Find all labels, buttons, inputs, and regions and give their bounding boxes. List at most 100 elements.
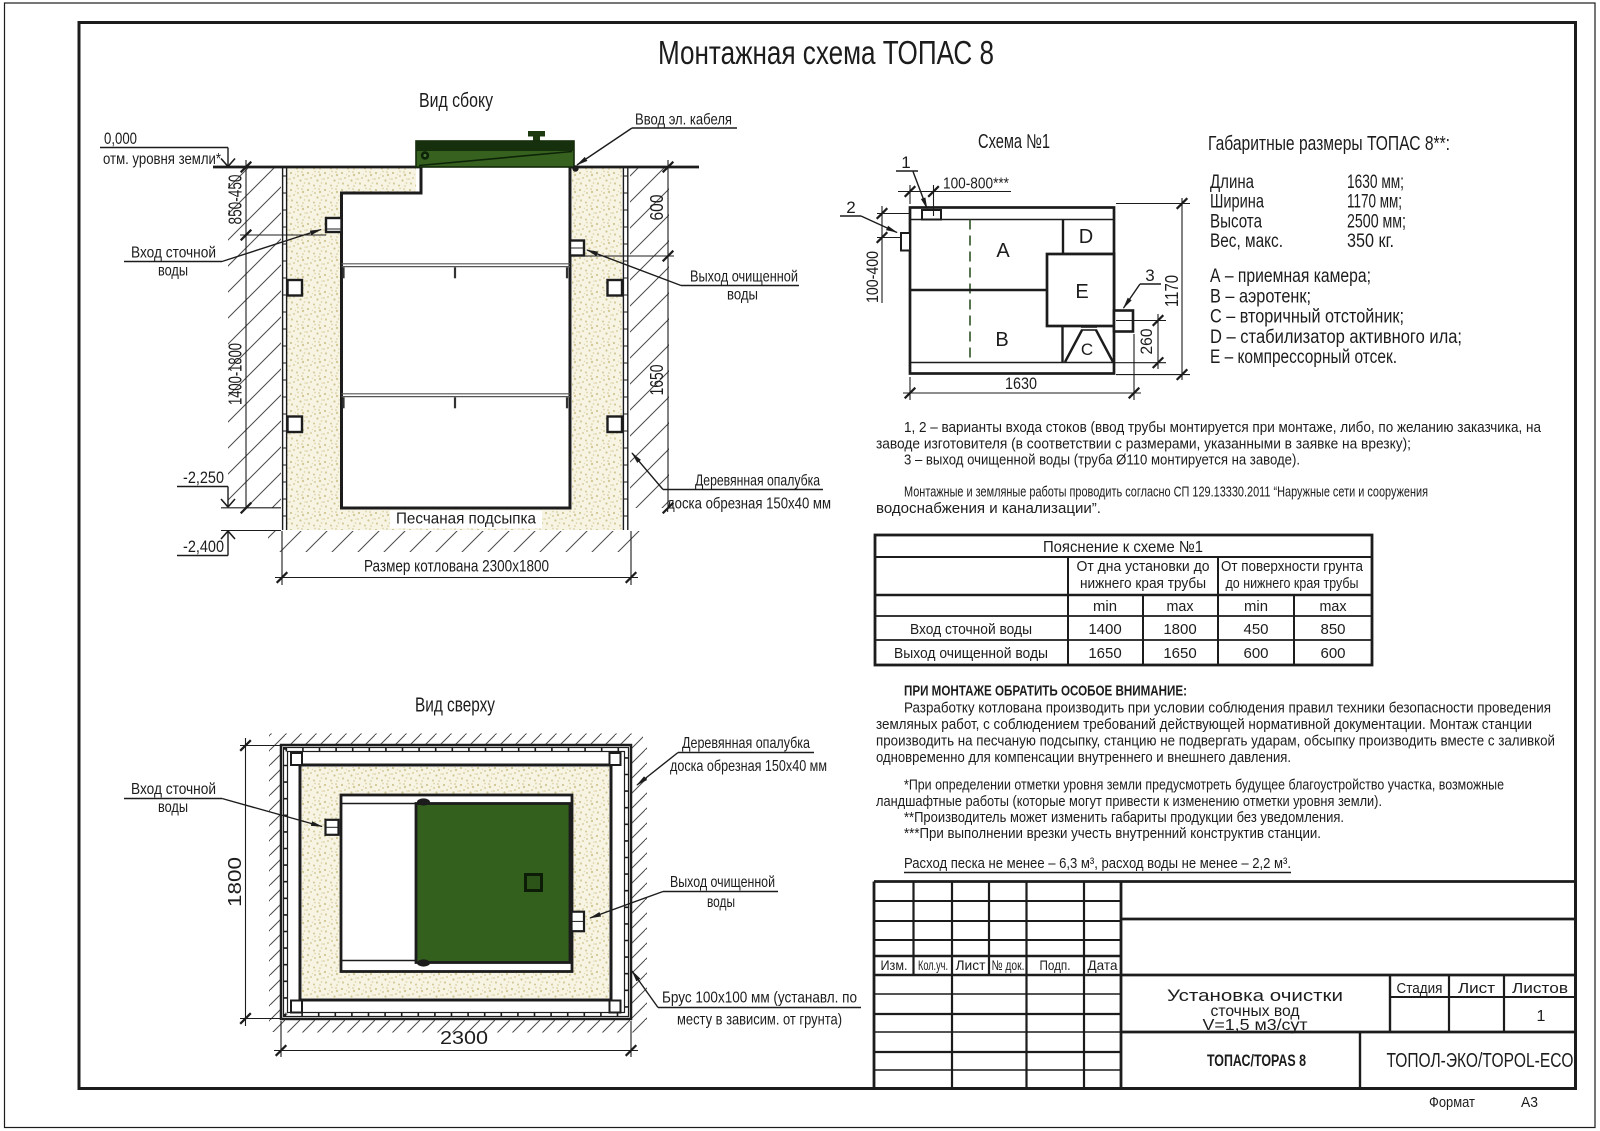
svg-text:доска обрезная 150х40 мм: доска обрезная 150х40 мм [667, 496, 831, 513]
svg-text:max: max [1167, 598, 1194, 615]
svg-text:Брус 100х100 мм (устанавл. по: Брус 100х100 мм (устанавл. по [662, 990, 857, 1007]
svg-text:Монтажная схема ТОПАС 8: Монтажная схема ТОПАС 8 [658, 34, 994, 71]
svg-text:-2,400: -2,400 [183, 537, 224, 556]
svg-text:1650: 1650 [1088, 645, 1121, 662]
svg-text:С: С [1081, 340, 1093, 359]
svg-text:От дна установки до: От дна установки до [1077, 558, 1210, 575]
svg-text:Габаритные размеры ТОПАС 8**:: Габаритные размеры ТОПАС 8**: [1208, 133, 1450, 155]
svg-text:А – приемная камера;: А – приемная камера; [1210, 266, 1371, 287]
svg-text:1170: 1170 [1162, 275, 1182, 307]
svg-text:Длина: Длина [1210, 172, 1254, 193]
svg-text:Лист: Лист [956, 957, 987, 973]
svg-text:А3: А3 [1521, 1094, 1538, 1111]
svg-text:Вход сточной: Вход сточной [131, 781, 216, 798]
svg-text:D – стабилизатор активного ила: D – стабилизатор активного ила; [1210, 327, 1462, 348]
svg-text:Пояснение к схеме №1: Пояснение к схеме №1 [1043, 539, 1203, 556]
svg-text:Установка очистки: Установка очистки [1167, 986, 1343, 1005]
svg-text:1400-1800: 1400-1800 [226, 343, 246, 405]
svg-text:Высота: Высота [1210, 211, 1262, 232]
svg-text:Расход песка не менее – 6,3 м³: Расход песка не менее – 6,3 м³, расход в… [904, 855, 1291, 872]
svg-text:ТОПАС/TOPAS 8: ТОПАС/TOPAS 8 [1207, 1051, 1306, 1070]
svg-text:D: D [1079, 226, 1093, 248]
svg-text:Кол.уч.: Кол.уч. [918, 957, 948, 973]
svg-text:Е: Е [1075, 281, 1088, 303]
svg-text:Е – компрессорный отсек.: Е – компрессорный отсек. [1210, 347, 1397, 368]
svg-text:100-400: 100-400 [863, 251, 882, 303]
svg-text:min: min [1093, 598, 1117, 615]
svg-text:Дата: Дата [1088, 957, 1118, 973]
svg-text:Вход сточной воды: Вход сточной воды [910, 621, 1032, 638]
svg-text:Выход очищенной воды: Выход очищенной воды [894, 645, 1048, 662]
svg-text:В – аэротенк;: В – аэротенк; [1210, 286, 1311, 307]
svg-text:max: max [1320, 598, 1347, 615]
svg-text:Ввод эл. кабеля: Ввод эл. кабеля [635, 112, 732, 129]
svg-text:Песчаная подсыпка: Песчаная подсыпка [396, 511, 536, 528]
svg-text:Размер котлована 2300х1800: Размер котлована 2300х1800 [364, 557, 549, 576]
svg-text:Вид сбоку: Вид сбоку [419, 90, 493, 112]
svg-text:Подп.: Подп. [1040, 957, 1071, 973]
svg-text:***При выполнении врезки учест: ***При выполнении врезки учесть внутренн… [904, 825, 1321, 842]
svg-text:Лист: Лист [1458, 980, 1495, 997]
svg-text:1170 мм;: 1170 мм; [1347, 192, 1402, 213]
svg-text:600: 600 [1243, 645, 1268, 662]
svg-text:**Производитель может изменить: **Производитель может изменить габариты … [904, 809, 1344, 826]
svg-text:2300: 2300 [440, 1028, 488, 1048]
svg-text:1800: 1800 [225, 857, 245, 907]
svg-text:0,000: 0,000 [104, 129, 137, 148]
svg-text:Вес, макс.: Вес, макс. [1210, 231, 1283, 252]
svg-text:Стадия: Стадия [1397, 980, 1443, 997]
svg-text:min: min [1244, 598, 1268, 615]
svg-text:2500 мм;: 2500 мм; [1347, 211, 1406, 232]
svg-text:сточных вод: сточных вод [1211, 1003, 1301, 1020]
svg-text:одновременно для компенсации в: одновременно для компенсации внутреннего… [876, 749, 1291, 766]
svg-text:1, 2 – варианты входа стоков: 1, 2 – варианты входа стоков (ввод трубы… [904, 419, 1542, 436]
svg-text:воды: воды [158, 799, 188, 816]
svg-text:450: 450 [1243, 621, 1268, 638]
svg-text:ландшафтные работы (которые мо: ландшафтные работы (которые могут привес… [876, 793, 1382, 810]
svg-text:1630: 1630 [1005, 374, 1037, 393]
svg-text:воды: воды [727, 287, 758, 304]
svg-text:600: 600 [647, 195, 667, 221]
svg-text:производить на песчаную подсып: производить на песчаную подсыпку, станци… [876, 733, 1555, 750]
svg-text:Изм.: Изм. [881, 957, 908, 973]
svg-text:отм. уровня земли*: отм. уровня земли* [103, 151, 221, 168]
svg-text:ПРИ МОНТАЖЕ ОБРАТИТЬ ОСОБОЕ ВН: ПРИ МОНТАЖЕ ОБРАТИТЬ ОСОБОЕ ВНИМАНИЕ: [904, 683, 1187, 700]
svg-text:Деревянная опалубка: Деревянная опалубка [682, 735, 810, 752]
svg-text:Выход очищенной: Выход очищенной [670, 874, 775, 891]
svg-text:воды: воды [707, 894, 735, 911]
svg-text:*При определении отметки уровн: *При определении отметки уровня земли пр… [904, 777, 1504, 794]
svg-text:земляных работ, с соблюдением: земляных работ, с соблюдением требований… [876, 716, 1532, 733]
svg-text:воды: воды [158, 263, 188, 280]
svg-text:С – вторичный отстойник;: С – вторичный отстойник; [1210, 307, 1404, 328]
svg-text:1: 1 [901, 153, 910, 172]
svg-text:заводе изготовителя (в соответ: заводе изготовителя (в соответствии с ра… [876, 435, 1411, 452]
svg-text:Вход сточной: Вход сточной [131, 245, 216, 262]
svg-text:1650: 1650 [1163, 645, 1196, 662]
svg-text:Разработку котлована производи: Разработку котлована производить при усл… [904, 700, 1551, 717]
svg-text:до нижнего края трубы: до нижнего края трубы [1226, 575, 1359, 592]
svg-text:В: В [995, 329, 1008, 351]
svg-text:№ док.: № док. [992, 957, 1025, 973]
svg-text:1: 1 [1537, 1008, 1546, 1025]
svg-text:350 кг.: 350 кг. [1347, 231, 1394, 252]
svg-text:V=1,5 м3/сут: V=1,5 м3/сут [1203, 1017, 1309, 1034]
svg-text:1400: 1400 [1088, 621, 1121, 638]
svg-text:Листов: Листов [1512, 980, 1568, 997]
svg-text:Монтажные и земляные работы пр: Монтажные и земляные работы проводить со… [904, 484, 1428, 501]
svg-text:850-450: 850-450 [226, 175, 246, 225]
svg-text:2: 2 [846, 198, 855, 217]
svg-text:ТОПОЛ-ЭКО/TOPOL-ECO: ТОПОЛ-ЭКО/TOPOL-ECO [1387, 1050, 1574, 1072]
svg-text:Вид сверху: Вид сверху [415, 695, 495, 717]
svg-text:А: А [996, 240, 1010, 262]
svg-text:3: 3 [1145, 266, 1154, 285]
svg-text:нижнего края трубы: нижнего края трубы [1080, 575, 1206, 592]
svg-text:850: 850 [1320, 621, 1345, 638]
svg-text:3 – выход очищенной воды (труб: 3 – выход очищенной воды (труба Ø110 мон… [904, 452, 1300, 469]
svg-text:месту в зависим. от грунта): месту в зависим. от грунта) [677, 1012, 842, 1029]
svg-text:1630 мм;: 1630 мм; [1347, 172, 1404, 193]
svg-text:600: 600 [1320, 645, 1345, 662]
svg-text:Формат: Формат [1429, 1094, 1475, 1111]
svg-text:1650: 1650 [647, 365, 667, 396]
svg-text:доска обрезная 150х40 мм: доска обрезная 150х40 мм [670, 758, 827, 775]
svg-text:водоснабжения и канализации”.: водоснабжения и канализации”. [876, 500, 1101, 517]
